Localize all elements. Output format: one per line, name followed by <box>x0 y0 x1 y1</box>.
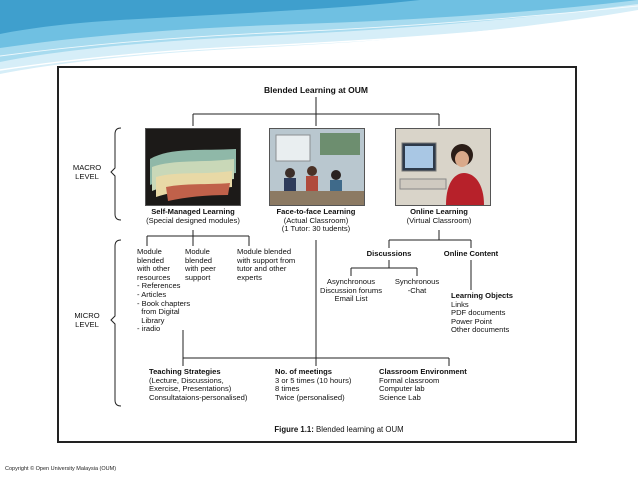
learning-objects-heading: Learning Objects <box>451 291 514 300</box>
macro-line-1: MACRO <box>72 163 102 172</box>
classroom-environment-line: Computer lab <box>379 384 425 394</box>
online-learning-photo <box>395 128 491 206</box>
teaching-strategies-line: (Lecture, Discussions, <box>149 375 224 385</box>
figure-caption-text: Blended learning at OUM <box>313 425 404 434</box>
branch-self-managed-name: Self-Managed Learning <box>151 207 235 216</box>
micro-line-2: LEVEL <box>75 319 99 329</box>
diagram-connectors <box>110 97 472 407</box>
meetings-node: No. of meetings 3 or 5 times (10 hours) … <box>275 367 352 402</box>
module-resources-line: Module <box>137 247 162 256</box>
macro-line-2: LEVEL <box>75 171 99 181</box>
branch-face-to-face-name: Face-to-face Learning <box>276 207 356 216</box>
module-resources-line: - Articles <box>137 289 167 299</box>
module-resources-line: blended <box>137 255 165 265</box>
module-resources-line: from Digital <box>137 307 180 317</box>
meetings-line: 3 or 5 times (10 hours) <box>275 375 352 385</box>
module-peer-line: blended <box>185 255 213 265</box>
module-resources-line: - References <box>137 281 181 291</box>
meetings-heading: No. of meetings <box>275 367 332 376</box>
figure-frame: Blended Learning at OUM MACRO LEVEL MICR… <box>57 66 577 443</box>
branch-self-managed-sub-1: (Special designed modules) <box>146 215 240 225</box>
micro-level-label: MICRO LEVEL <box>74 311 100 329</box>
module-peer-line: Module <box>185 247 210 256</box>
diagram-title: Blended Learning at OUM <box>264 85 368 95</box>
branch-online-name: Online Learning <box>410 207 468 216</box>
module-tutor-line: experts <box>237 272 262 282</box>
macro-level-label: MACRO LEVEL <box>72 163 102 181</box>
figure-caption-label: Figure 1.1: <box>274 425 314 434</box>
meetings-line: Twice (personalised) <box>275 392 345 402</box>
async-line-1: Asynchronous <box>326 277 376 286</box>
module-peer-line: support <box>185 272 211 282</box>
classroom-environment-line: Science Lab <box>379 392 421 402</box>
teaching-strategies-heading: Teaching Strategies <box>149 367 221 376</box>
module-tutor-line: tutor and other <box>237 264 287 274</box>
sync-line-1: Synchronous <box>394 277 440 286</box>
copyright-footer: Copyright © Open University Malaysia (OU… <box>5 466 117 472</box>
learning-objects-item: Other documents <box>451 325 510 335</box>
learning-objects-node: Learning Objects Links PDF documents Pow… <box>451 291 514 335</box>
branch-face-to-face-sub-1: (Actual Classroom) <box>283 215 349 225</box>
branch-face-to-face: Face-to-face Learning (Actual Classroom)… <box>276 207 356 234</box>
branch-online: Online Learning (Virtual Classroom) <box>406 207 472 225</box>
micro-line-1: MICRO <box>74 311 100 320</box>
classroom-environment-node: Classroom Environment Formal classroom C… <box>379 367 467 402</box>
discussions-label: Discussions <box>366 249 412 258</box>
module-resources-line: with other <box>137 264 170 274</box>
module-resources: Module blended with other resources - Re… <box>137 247 191 334</box>
module-peer: Module blended with peer support <box>185 247 216 282</box>
wave-banner <box>0 0 638 74</box>
teaching-strategies-node: Teaching Strategies (Lecture, Discussion… <box>149 367 248 402</box>
async-node: Asynchronous Discussion forums Email Lis… <box>319 277 383 304</box>
learning-objects-item: Power Point <box>451 316 492 326</box>
module-resources-line: Library <box>137 315 165 325</box>
teaching-strategies-line: Exercise, Presentations) <box>149 384 232 394</box>
async-line-3: Email List <box>334 294 368 304</box>
sync-node: Synchronous -Chat <box>394 277 440 295</box>
module-resources-line: resources <box>137 272 171 282</box>
learning-objects-item: Links <box>451 299 469 309</box>
branch-online-sub-1: (Virtual Classroom) <box>406 215 472 225</box>
module-resources-line: - iradio <box>137 324 161 334</box>
figure-caption: Figure 1.1: Blended learning at OUM <box>274 425 404 435</box>
module-tutor: Module blended with support from tutor a… <box>237 247 296 282</box>
meetings-line: 8 times <box>275 384 300 394</box>
async-line-2: Discussion forums <box>319 285 383 295</box>
self-managed-photo <box>145 128 241 206</box>
module-peer-line: with peer <box>185 264 216 274</box>
sync-line-2: -Chat <box>407 285 427 295</box>
classroom-environment-line: Formal classroom <box>379 375 440 385</box>
teaching-strategies-line: Consultataions-personalised) <box>149 392 248 402</box>
module-tutor-line: Module blended <box>237 247 292 256</box>
module-tutor-line: with support from <box>237 255 296 265</box>
learning-objects-item: PDF documents <box>451 308 506 318</box>
branch-self-managed: Self-Managed Learning (Special designed … <box>146 207 240 225</box>
classroom-environment-heading: Classroom Environment <box>379 367 467 376</box>
module-resources-line: - Book chapters <box>137 298 191 308</box>
classroom-photo <box>269 128 365 206</box>
online-content-label: Online Content <box>443 249 499 258</box>
branch-face-to-face-sub-2: (1 Tutor: 30 tudents) <box>281 224 351 234</box>
